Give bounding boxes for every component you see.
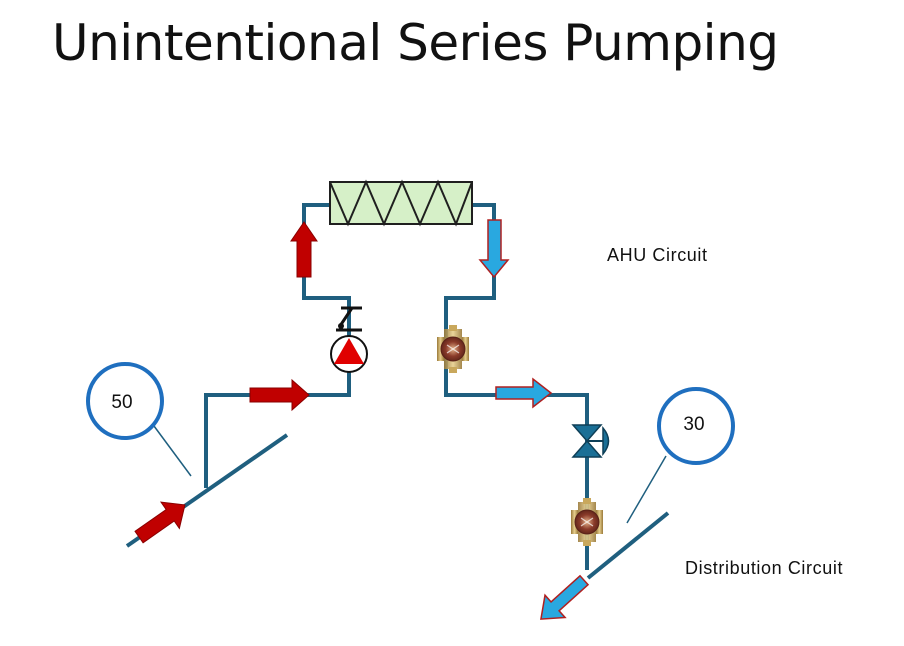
ahu-circuit-label: AHU Circuit <box>607 245 708 265</box>
heating-coil-icon <box>329 179 473 227</box>
distribution-circuit-label: Distribution Circuit <box>685 558 843 578</box>
hot-flow-arrow-icon <box>249 378 310 412</box>
balancing-valve-upper-icon <box>437 325 469 373</box>
ahu-supply-riser <box>302 203 351 338</box>
circulator-pump-icon <box>330 335 368 373</box>
callout-left-value: 50 <box>111 392 132 413</box>
control-valve-icon <box>571 424 610 458</box>
page-title: Unintentional Series Pumping <box>52 14 779 72</box>
cold-flow-arrow-icon <box>540 574 590 620</box>
callout-left: 50 <box>86 362 164 440</box>
distribution-main-pipe <box>586 511 670 580</box>
callout-leader-right <box>626 455 667 524</box>
ahu-return-riser <box>444 203 589 570</box>
callout-leader-left <box>153 425 192 477</box>
check-valve-icon <box>336 306 362 332</box>
callout-right-value: 30 <box>683 414 704 435</box>
cold-flow-arrow-icon <box>495 377 553 409</box>
hot-flow-arrow-icon <box>290 221 318 278</box>
balancing-valve-lower-icon <box>571 498 603 546</box>
hot-flow-arrow-icon <box>134 501 186 544</box>
callout-right: 30 <box>657 387 735 465</box>
cold-flow-arrow-icon <box>478 219 510 279</box>
